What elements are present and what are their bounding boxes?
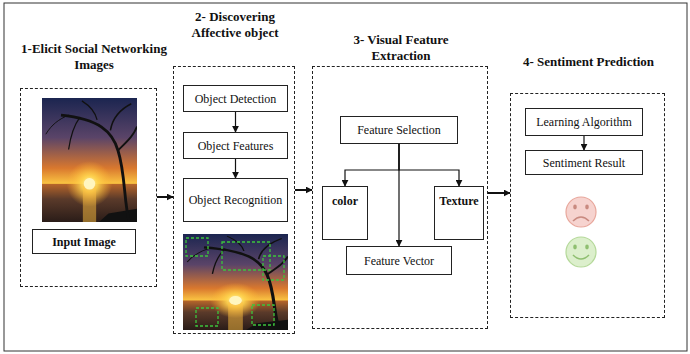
process-box: color: [322, 186, 368, 240]
sad-face: [566, 197, 596, 227]
flow-arrow: [345, 144, 399, 186]
box-label: Learning Algorithm: [536, 115, 632, 129]
process-box: Feature Selection: [340, 116, 458, 144]
face-eye: [573, 205, 577, 210]
flow-arrow: [399, 144, 459, 186]
detected-photo: [183, 234, 288, 330]
stage-heading: 1-Elicit Social Networking Images: [9, 41, 179, 73]
box-label: Texture: [439, 194, 478, 208]
process-box: Object Features: [183, 132, 288, 159]
stage-panel: 1-Elicit Social Networking ImagesInput I…: [20, 88, 157, 287]
process-box: Object Detection: [183, 85, 288, 112]
face-eye: [573, 245, 577, 250]
face-eye: [585, 245, 589, 250]
flow-arrow: [157, 196, 173, 198]
stage-panel: 4- Sentiment PredictionLearning Algorith…: [510, 93, 665, 318]
box-label: color: [332, 194, 358, 208]
flow-arrow: [488, 192, 510, 194]
flow-arrow: [235, 159, 236, 178]
flow-arrow: [295, 189, 312, 191]
process-box: Texture: [434, 186, 483, 240]
detection-box: [186, 238, 208, 256]
happy-face: [566, 237, 596, 267]
process-box: Feature Vector: [346, 246, 452, 275]
flow-arrow: [583, 136, 584, 150]
process-box: Sentiment Result: [525, 150, 643, 175]
box-label: Object Features: [198, 139, 274, 153]
detection-box: [196, 308, 218, 326]
stage-heading: 3- Visual Feature Extraction: [341, 32, 461, 64]
flow-arrow: [235, 112, 236, 132]
stage-panel: 3- Visual Feature ExtractionFeature Sele…: [312, 66, 488, 329]
face-outline: [566, 237, 596, 267]
outer-frame: [4, 3, 687, 351]
input-photo: [42, 98, 137, 222]
face-eye: [585, 205, 589, 210]
box-label: Feature Vector: [364, 254, 434, 268]
box-label: Sentiment Result: [543, 156, 625, 170]
face-mouth: [573, 217, 589, 221]
stage-heading: 2- Discovering Affective object: [174, 9, 296, 41]
stage-heading: 4- Sentiment Prediction: [503, 54, 674, 70]
process-box: Learning Algorithm: [525, 108, 643, 136]
detection-box: [252, 305, 274, 325]
box-label: Input Image: [52, 235, 116, 249]
stage-panel: 2- Discovering Affective objectObject De…: [173, 66, 295, 334]
face-mouth: [573, 255, 589, 259]
face-outline: [566, 197, 596, 227]
box-label: Object Recognition: [189, 193, 283, 207]
box-label: Feature Selection: [357, 123, 441, 137]
detection-box: [263, 256, 284, 280]
process-box: Object Recognition: [183, 178, 288, 222]
flow-arrow: [398, 144, 399, 246]
box-label: Object Detection: [195, 92, 277, 106]
process-box: Input Image: [32, 229, 136, 254]
